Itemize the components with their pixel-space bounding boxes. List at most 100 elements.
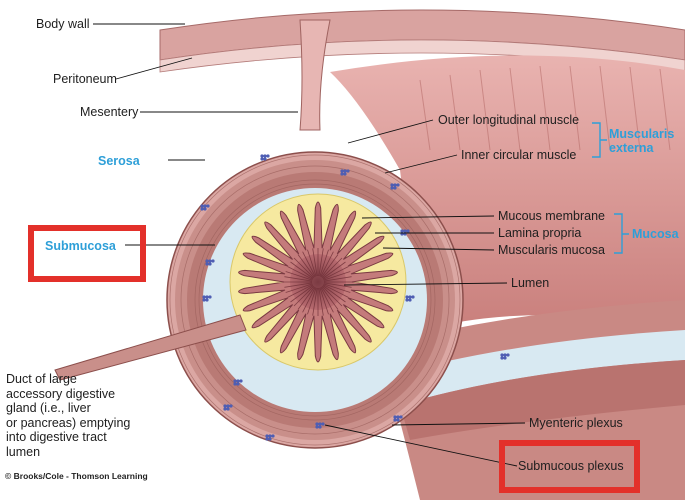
outer-longitudinal-muscle-label: Outer longitudinal muscle: [438, 113, 580, 127]
lumen-fold-line: [297, 286, 315, 310]
mucous-membrane-label: Mucous membrane: [498, 209, 605, 223]
plexus-dot: [340, 169, 344, 173]
plexus-dot: [500, 356, 504, 360]
plexus-dot: [205, 259, 209, 263]
plexus-dot: [223, 404, 227, 408]
tube-band-muscle: [400, 360, 685, 440]
plexus-dot: [343, 169, 347, 173]
lumen-fold-line: [312, 248, 318, 277]
plexus-dot: [500, 353, 504, 357]
mucosa-label: Mucosa: [632, 227, 679, 241]
lumen-fold-line: [319, 249, 329, 277]
tube-band-submucosa: [390, 330, 685, 405]
plexus-dot: [396, 418, 400, 422]
inner-circular-muscle-label: Inner circular muscle: [461, 148, 577, 162]
plexus-dot: [260, 157, 264, 161]
lumen-fold-line: [285, 271, 313, 281]
body-wall-label: Body wall: [36, 17, 90, 31]
plexus-dot: [233, 382, 237, 386]
plexus-dot: [208, 259, 212, 263]
accessory-duct: [54, 314, 247, 381]
lumen-folds: [284, 248, 352, 316]
plexus-dot: [399, 415, 403, 419]
submucosa-label: Submucosa: [45, 239, 116, 253]
plexus-dot: [506, 353, 510, 357]
plexus-dot: [265, 434, 269, 438]
plexus-dot: [200, 207, 204, 211]
lumen-fold-line: [319, 287, 329, 315]
plexus-dot: [208, 295, 212, 299]
plexus-dot: [202, 295, 206, 299]
leader-lines: [93, 23, 526, 467]
plexus-dot: [343, 172, 347, 176]
plexus-dot: [390, 183, 394, 187]
muscle-striations: [169, 154, 461, 446]
plexus-dot: [406, 229, 410, 233]
plexus-dot: [236, 382, 240, 386]
plexus-dot: [318, 422, 322, 426]
lumen-fold-line: [323, 283, 351, 293]
plexus-dot: [390, 186, 394, 190]
lumen-fold-line: [318, 287, 324, 316]
plexus-dot: [503, 356, 507, 360]
plexus-dot: [411, 295, 415, 299]
plexus-dot: [315, 422, 319, 426]
plexus-dot: [263, 157, 267, 161]
plexus-dot: [205, 295, 209, 299]
mesentery: [299, 19, 331, 131]
lumen-fold-line: [297, 254, 315, 278]
lumen-fold-line: [321, 254, 339, 278]
lumen-fold-line: [307, 287, 317, 315]
lumen-fold-line: [321, 257, 343, 279]
plexus-dot: [503, 353, 507, 357]
copyright-label: © Brooks/Cole - Thomson Learning: [5, 471, 148, 481]
lumen-fold-line: [290, 285, 314, 303]
plexus-dot: [226, 407, 230, 411]
brackets: [592, 122, 629, 254]
lumen-fold-line: [284, 276, 313, 282]
duct-label: Duct of large accessory digestive gland …: [6, 372, 131, 459]
plexus-dot: [321, 422, 325, 426]
submucous-plexus-highlight: [499, 440, 640, 493]
peritoneum-label: Peritoneum: [53, 72, 117, 86]
plexus-dot: [408, 298, 412, 302]
lumen-fold-line: [322, 261, 346, 279]
sheet-stripes: [419, 65, 671, 151]
plexus-dot: [205, 298, 209, 302]
lumen-fold-line: [293, 285, 315, 307]
plexus-dot: [208, 262, 212, 266]
lumen-fold-line: [323, 282, 352, 288]
plexus-dot: [263, 154, 267, 158]
lumen-fold-line: [320, 287, 334, 313]
plexus-dot: [408, 295, 412, 299]
lumen-fold-line: [322, 285, 346, 303]
plexus-dot: [396, 415, 400, 419]
plexus-dot: [239, 379, 243, 383]
plexus-dot: [229, 404, 233, 408]
plexus-dot: [405, 298, 409, 302]
plexus-dot: [396, 183, 400, 187]
lumen-fold-line: [290, 261, 314, 279]
plexus-dot: [346, 169, 350, 173]
plexus-dot: [393, 186, 397, 190]
submucosa-highlight: [28, 225, 146, 282]
lumen-fold-line: [321, 285, 343, 307]
lumen-fold-line: [312, 287, 318, 316]
lumen-fold-line: [323, 266, 349, 280]
plexus-dot: [203, 204, 207, 208]
plexus-dot: [315, 425, 319, 429]
plexus-dot: [271, 434, 275, 438]
lumen-fold-line: [323, 284, 349, 298]
plexus-dot: [405, 295, 409, 299]
lumen-fold-line: [323, 271, 351, 281]
muscularis-mucosa-label: Muscularis mucosa: [498, 243, 605, 257]
lumen-fold-line: [287, 284, 313, 298]
lumen-fold-line: [302, 287, 316, 313]
lumen-fold-line: [307, 249, 317, 277]
lamina-propria-label: Lamina propria: [498, 226, 582, 240]
plexus-dot: [268, 434, 272, 438]
serosa-label: Serosa: [98, 154, 140, 168]
lumen-fold-line: [302, 251, 316, 277]
